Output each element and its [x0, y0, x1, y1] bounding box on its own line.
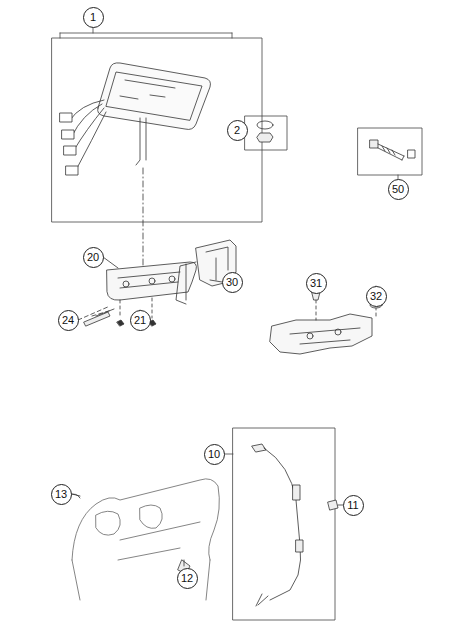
callout-circle: 24 — [58, 310, 79, 331]
holder — [176, 240, 236, 304]
clip — [328, 500, 338, 510]
callout-number: 2 — [234, 125, 240, 136]
side-bracket — [270, 292, 382, 354]
callout-circle: 31 — [306, 273, 327, 294]
callout-number: 50 — [392, 184, 404, 195]
cable — [252, 444, 303, 606]
callout-circle: 11 — [343, 495, 364, 516]
group-frame — [358, 128, 422, 175]
callout-circle: 21 — [130, 310, 151, 331]
fork-bridge — [72, 479, 219, 600]
key-screw — [370, 140, 415, 160]
callout-number: 20 — [87, 252, 99, 263]
callout-circle: 1 — [83, 7, 104, 28]
bracket — [60, 28, 232, 38]
callout-number: 21 — [134, 315, 146, 326]
callout-number: 10 — [208, 449, 220, 460]
callout-circle: 30 — [222, 272, 243, 293]
callout-circle: 13 — [51, 484, 72, 505]
callout-number: 1 — [90, 12, 96, 23]
group-frame — [245, 116, 287, 150]
callout-number: 12 — [181, 573, 193, 584]
screws — [84, 309, 114, 326]
callout-number: 30 — [226, 277, 238, 288]
speedometer — [60, 63, 210, 175]
callout-number: 11 — [347, 500, 358, 511]
callout-circle: 50 — [388, 179, 409, 200]
assembly-axis — [143, 168, 144, 270]
callout-number: 13 — [55, 489, 67, 500]
callout-circle: 32 — [366, 286, 387, 307]
callout-circle: 20 — [83, 247, 104, 268]
callout-number: 32 — [370, 291, 382, 302]
callout-number: 31 — [310, 278, 322, 289]
group-frame — [233, 428, 335, 620]
callout-number: 24 — [62, 315, 74, 326]
group-frame — [52, 38, 262, 222]
grommet — [257, 121, 273, 142]
instrument-bracket — [107, 262, 196, 300]
callout-circle: 10 — [204, 444, 225, 465]
callout-circle: 2 — [227, 120, 248, 141]
callout-circle: 12 — [177, 568, 198, 589]
